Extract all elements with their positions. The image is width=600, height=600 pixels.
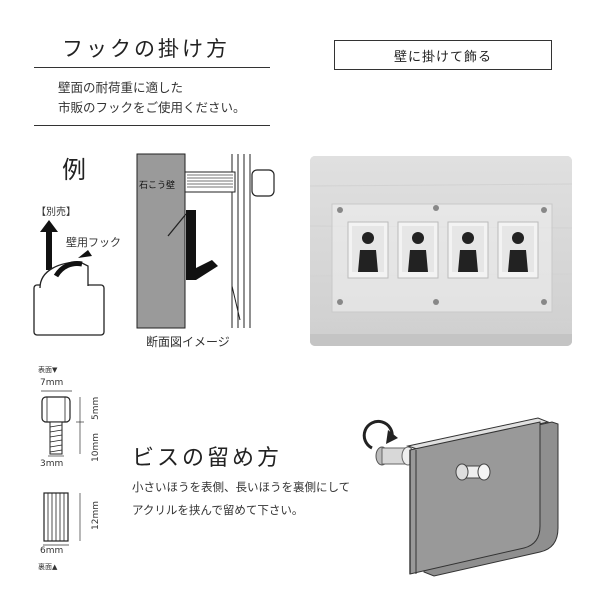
back-width-label: 6mm — [40, 546, 64, 556]
wall-display-photo — [310, 156, 572, 346]
hook-desc-line2: 市販のフックをご使用ください。 — [58, 100, 246, 115]
head-width-label: 7mm — [40, 378, 64, 388]
title-divider — [34, 67, 270, 68]
hook-section-title: フックの掛け方 — [62, 37, 230, 61]
thread-width-label: 3mm — [40, 459, 64, 469]
front-side-label: 表面▼ — [38, 366, 58, 374]
back-side-label: 裏面▲ — [38, 563, 58, 571]
hook-desc-line1: 壁面の耐荷重に適した — [58, 80, 184, 95]
desc-divider — [34, 125, 270, 126]
screw-section-title: ビスの留め方 — [132, 446, 283, 471]
hook-label: 壁用フック — [66, 236, 121, 249]
sold-separately-label: 【別売】 — [36, 207, 76, 218]
example-label: 例 — [62, 156, 86, 184]
wall-label: 石こう壁 — [139, 181, 176, 191]
screw-desc-line1: 小さいほうを表側、長いほうを裏側にして — [132, 480, 351, 494]
wall-display-badge: 壁に掛けて飾る — [334, 40, 552, 70]
cross-section-caption: 断面図イメージ — [146, 335, 230, 349]
screw-desc-line2: アクリルを挟んで留めて下さい。 — [132, 503, 304, 517]
